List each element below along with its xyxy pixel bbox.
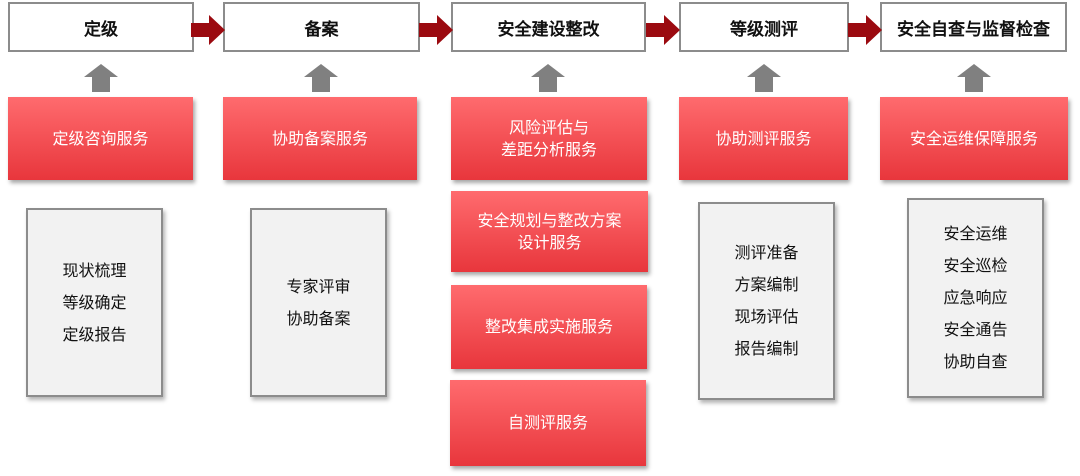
stage-level-assessment: 等级测评 (679, 2, 849, 52)
list-item: 协助备案 (286, 308, 351, 328)
flow-arrow-icon (191, 15, 225, 45)
list-item: 安全巡检 (943, 256, 1008, 275)
up-arrow-icon (957, 64, 991, 92)
flow-arrow-icon (419, 15, 453, 45)
service-grading-consulting: 定级咨询服务 (8, 97, 193, 180)
list-item: 报告编制 (734, 339, 799, 358)
up-arrow-icon (747, 64, 781, 92)
list-item: 等级确定 (62, 292, 127, 312)
service-integration-implementation: 整改集成实施服务 (451, 285, 647, 369)
assessment-tasks-list: 测评准备 方案编制 现场评估 报告编制 (698, 202, 835, 400)
stage-self-inspection: 安全自查与监督检查 (880, 2, 1067, 52)
service-ops-support: 安全运维保障服务 (880, 97, 1068, 180)
stage-grading: 定级 (8, 2, 194, 52)
service-assessment-assistance: 协助测评服务 (679, 97, 848, 180)
service-risk-gap-analysis: 风险评估与 差距分析服务 (451, 97, 647, 180)
service-filing-assistance: 协助备案服务 (223, 97, 417, 180)
list-item: 现状梳理 (62, 260, 127, 280)
service-self-assessment: 自测评服务 (450, 380, 646, 466)
list-item: 专家评审 (286, 276, 351, 296)
list-item: 定级报告 (62, 324, 127, 344)
up-arrow-icon (531, 64, 565, 92)
list-item: 测评准备 (734, 243, 799, 262)
stage-filing: 备案 (223, 2, 420, 52)
list-item: 现场评估 (734, 307, 799, 326)
list-item: 协助自查 (943, 352, 1008, 371)
grading-tasks-list: 现状梳理 等级确定 定级报告 (26, 208, 163, 397)
list-item: 方案编制 (734, 275, 799, 294)
stage-construction-rectification: 安全建设整改 (451, 2, 646, 52)
list-item: 安全通告 (943, 320, 1008, 339)
filing-tasks-list: 专家评审 协助备案 (250, 208, 387, 397)
service-security-planning: 安全规划与整改方案 设计服务 (451, 191, 648, 272)
up-arrow-icon (84, 64, 118, 92)
list-item: 安全运维 (943, 224, 1008, 243)
flow-arrow-icon (646, 15, 680, 45)
up-arrow-icon (304, 64, 338, 92)
flow-arrow-icon (848, 15, 882, 45)
self-inspection-tasks-list: 安全运维 安全巡检 应急响应 安全通告 协助自查 (907, 198, 1044, 398)
list-item: 应急响应 (943, 288, 1008, 307)
